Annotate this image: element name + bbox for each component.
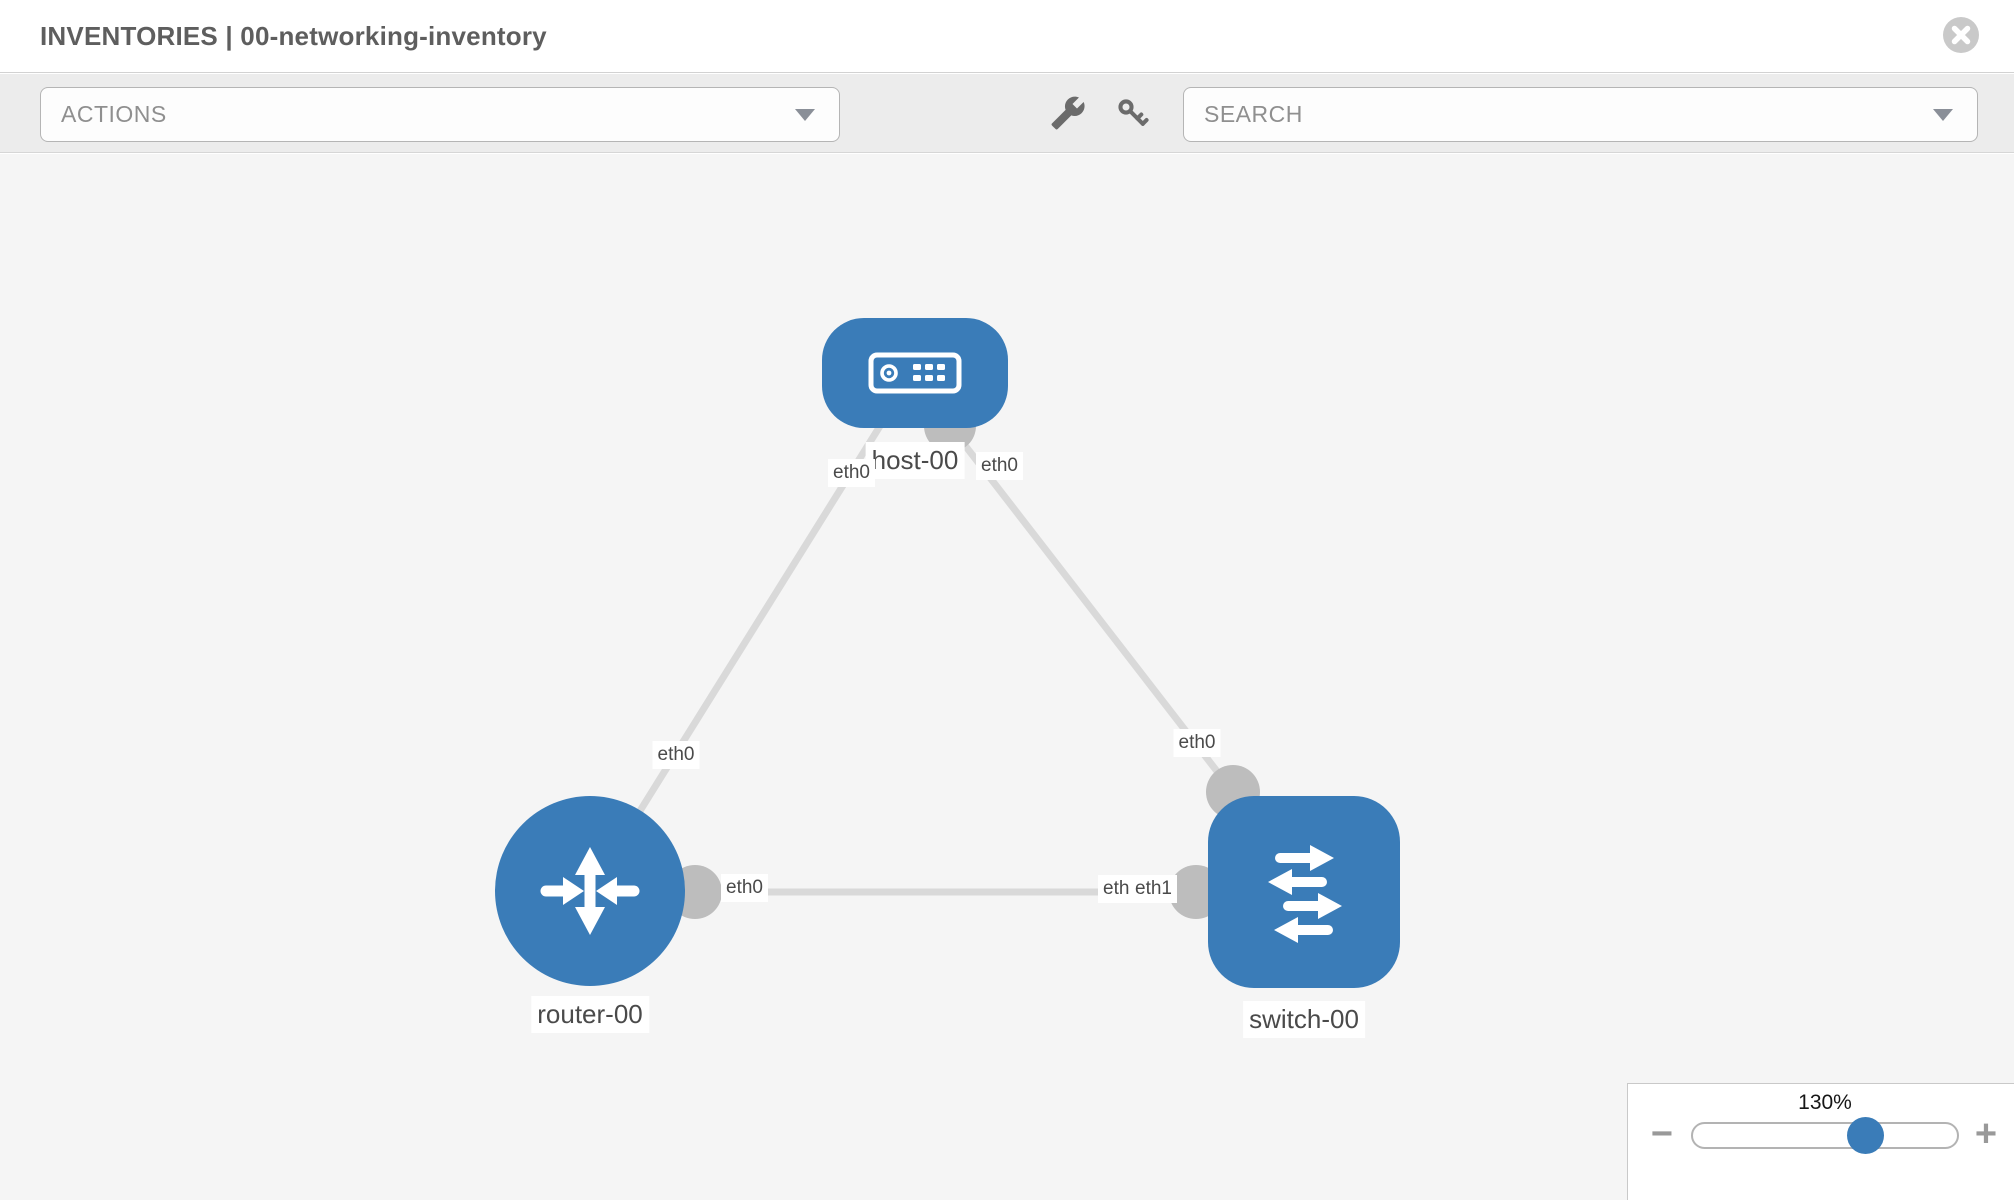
page-title: INVENTORIES | 00-networking-inventory bbox=[40, 21, 547, 51]
key-icon bbox=[1118, 98, 1149, 126]
interface-label-switch-eth1: eth1 bbox=[1130, 875, 1177, 903]
search-dropdown[interactable]: SEARCH bbox=[1183, 87, 1978, 142]
actions-dropdown[interactable]: ACTIONS bbox=[40, 87, 840, 142]
interface-label-switch-eth0-top: eth0 bbox=[1173, 729, 1221, 757]
node-switch-00[interactable] bbox=[1208, 796, 1400, 988]
close-icon bbox=[1943, 17, 1979, 53]
node-label-router: router-00 bbox=[531, 996, 649, 1033]
close-button[interactable] bbox=[1942, 16, 1980, 54]
switch-icon bbox=[1268, 845, 1342, 943]
interface-label-router-eth0: eth0 bbox=[652, 741, 700, 769]
wrench-icon bbox=[1051, 96, 1085, 129]
interface-label-host-eth0-right: eth0 bbox=[976, 452, 1023, 480]
topology-links-layer bbox=[587, 400, 1260, 919]
node-host-00[interactable] bbox=[822, 318, 1008, 428]
zoom-slider-thumb[interactable] bbox=[1847, 1117, 1884, 1154]
zoom-level: 130% bbox=[1798, 1091, 1852, 1114]
node-router-00[interactable] bbox=[495, 796, 685, 986]
chevron-down-icon bbox=[1933, 108, 1953, 121]
chevron-down-icon bbox=[795, 108, 815, 121]
router-icon bbox=[540, 847, 640, 935]
zoom-control: 130% − + bbox=[1627, 1083, 2014, 1200]
zoom-slider-track[interactable] bbox=[1691, 1117, 1959, 1154]
title-bar: INVENTORIES | 00-networking-inventory bbox=[0, 0, 2014, 73]
actions-dropdown-label: ACTIONS bbox=[61, 101, 167, 127]
toolbar: ACTIONS SEARCH bbox=[0, 74, 2014, 153]
credentials-button[interactable] bbox=[1110, 92, 1154, 136]
tools-button[interactable] bbox=[1046, 92, 1090, 136]
topology-canvas[interactable]: host-00 router-00 switch-00 eth0 eth0 et… bbox=[0, 154, 2014, 1200]
search-input[interactable]: SEARCH bbox=[1204, 101, 1303, 127]
interface-label-host-eth0-left: eth0 bbox=[828, 459, 875, 487]
zoom-out-button[interactable]: − bbox=[1642, 1114, 1682, 1154]
node-label-host: host-00 bbox=[865, 442, 965, 479]
host-icon bbox=[868, 352, 962, 394]
interface-label-router-eth0-side: eth0 bbox=[721, 874, 768, 902]
node-label-switch: switch-00 bbox=[1243, 1001, 1365, 1038]
zoom-in-button[interactable]: + bbox=[1966, 1114, 2006, 1154]
